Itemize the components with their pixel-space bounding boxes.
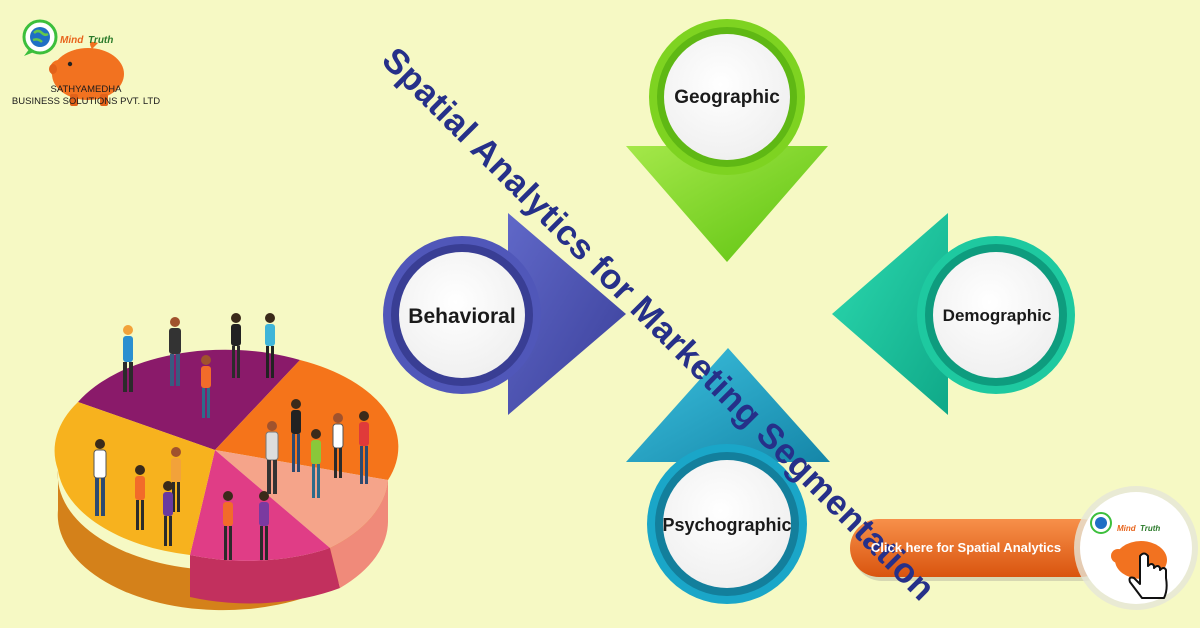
company-logo — [22, 19, 124, 106]
behavioral-node — [383, 213, 626, 415]
pie-slice-peach — [215, 450, 388, 548]
pie-slice-yellow — [54, 402, 215, 555]
pie-illustration — [54, 313, 399, 611]
psychographic-label: Psychographic — [662, 515, 792, 535]
cta-globe-icon — [1095, 517, 1107, 529]
psychographic-node — [626, 348, 830, 604]
logo-word-mind: Mind — [60, 35, 84, 46]
cta-group[interactable] — [850, 486, 1198, 610]
company-name-line2: BUSINESS SOLUTIONS PVT. LTD — [11, 96, 161, 107]
globe-icon — [30, 27, 50, 47]
people-group — [93, 313, 369, 560]
cta-button-shape — [850, 519, 1110, 577]
cta-button[interactable]: Click here for Spatial Analytics — [870, 540, 1062, 555]
company-name-line1: SATHYAMEDHA — [50, 84, 122, 95]
company-name: SATHYAMEDHA BUSINESS SOLUTIONS PVT. LTD — [0, 84, 172, 108]
demographic-node — [832, 213, 1075, 415]
hand-pointer-icon — [1128, 552, 1168, 599]
logo-word-truth: Truth — [88, 35, 114, 46]
demographic-label: Demographic — [942, 306, 1052, 325]
pie-slice-purple — [78, 349, 300, 450]
behavioral-pointer — [508, 213, 626, 415]
cta-logo-word-truth: Truth — [1140, 524, 1161, 533]
pie-slice-orange — [215, 360, 399, 480]
geographic-node — [626, 19, 828, 262]
geographic-label: Geographic — [674, 87, 780, 108]
geographic-pointer — [626, 146, 828, 262]
psychographic-pointer — [626, 348, 830, 462]
cta-logo-word-mind: Mind — [1117, 524, 1136, 533]
demographic-pointer — [832, 213, 948, 415]
behavioral-label: Behavioral — [408, 305, 516, 328]
piggy-bank-icon — [52, 48, 124, 100]
